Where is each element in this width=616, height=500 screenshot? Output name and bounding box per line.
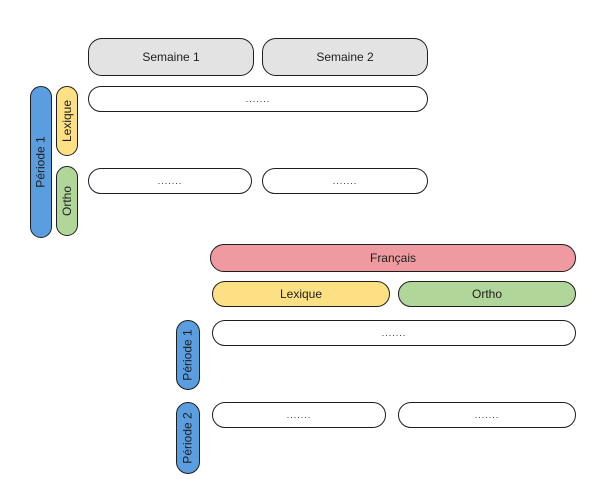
- ortho-row-header: Ortho: [56, 166, 78, 236]
- period-1-label: Période 1: [34, 136, 48, 188]
- week-2-header: Semaine 2: [262, 38, 428, 76]
- lexique-label: Lexique: [60, 99, 75, 143]
- cell-placeholder: .......: [332, 176, 358, 186]
- cell-placeholder: .......: [381, 328, 407, 338]
- lexique-cell-spanning: .......: [88, 86, 428, 112]
- period-2-cell-ortho: .......: [398, 402, 576, 428]
- period-2-label: Période 2: [181, 412, 195, 464]
- lexique-column-header: Lexique: [212, 281, 390, 307]
- cell-placeholder: .......: [286, 410, 312, 420]
- lexique-row-header: Lexique: [56, 86, 78, 156]
- week-1-label: Semaine 1: [142, 50, 200, 64]
- period-1-label: Période 1: [181, 329, 195, 381]
- ortho-column-header: Ortho: [398, 281, 576, 307]
- francais-header: Français: [210, 244, 576, 272]
- ortho-label: Ortho: [60, 185, 75, 217]
- ortho-cell-week-2: .......: [262, 168, 428, 194]
- cell-placeholder: .......: [474, 410, 500, 420]
- period-1-row-header: Période 1: [176, 320, 200, 390]
- francais-label: Français: [369, 251, 416, 265]
- period-1-cell-spanning: .......: [212, 320, 576, 346]
- period-2-cell-lexique: .......: [212, 402, 386, 428]
- lexique-label: Lexique: [279, 287, 323, 301]
- week-1-header: Semaine 1: [88, 38, 254, 76]
- period-2-row-header: Période 2: [176, 402, 200, 474]
- period-1-row-header: Période 1: [30, 86, 52, 238]
- ortho-label: Ortho: [471, 287, 502, 301]
- week-2-label: Semaine 2: [316, 50, 374, 64]
- ortho-cell-week-1: .......: [88, 168, 252, 194]
- cell-placeholder: .......: [245, 94, 271, 104]
- cell-placeholder: .......: [157, 176, 183, 186]
